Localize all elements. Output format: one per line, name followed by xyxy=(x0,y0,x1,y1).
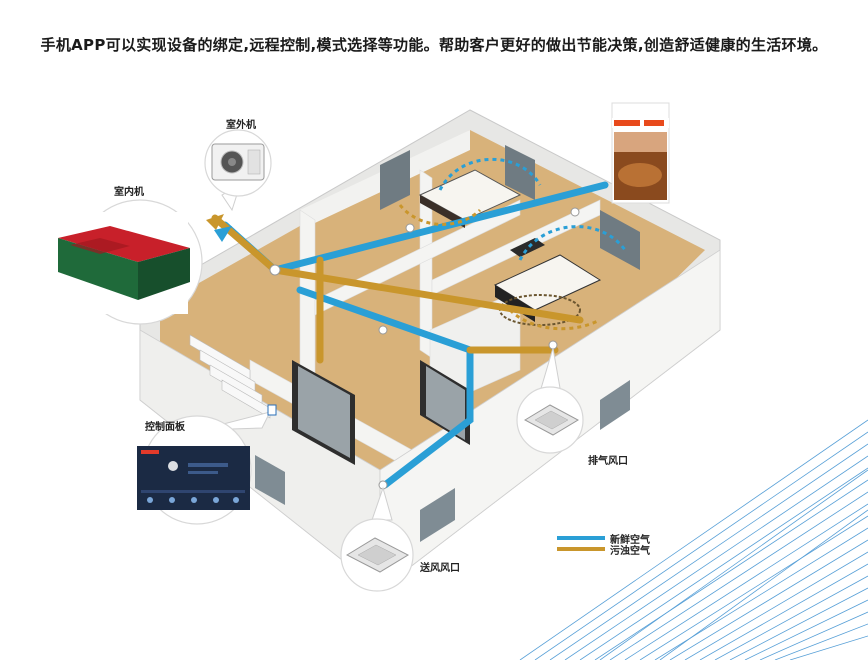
airflow-arrows xyxy=(206,214,232,242)
exhaust-vent-callout xyxy=(516,347,584,454)
bedroom-flow-loops xyxy=(398,157,627,331)
legend-swatch-fresh xyxy=(557,536,605,540)
house-floorplan xyxy=(139,109,721,591)
headline: 手机APP可以实现设备的绑定,远程控制,模式选择等功能。帮助客户更好的做出节能决… xyxy=(40,36,828,54)
indoor-unit-callout xyxy=(55,199,203,325)
supply-vent-callout xyxy=(340,486,414,592)
control-panel-label: 控制面板 xyxy=(145,422,185,433)
stale-air-pipes xyxy=(211,214,584,364)
decorative-lines xyxy=(519,419,868,660)
control-panel-callout xyxy=(137,404,277,525)
legend-fresh-air: 新鲜空气 xyxy=(610,535,650,546)
supply-vent-label: 送风风口 xyxy=(420,563,460,574)
phone-app-screenshot xyxy=(611,102,670,204)
outdoor-unit-callout xyxy=(204,129,272,212)
stairs xyxy=(189,334,271,419)
indoor-unit-label: 室内机 xyxy=(114,187,144,198)
legend-stale-air: 污浊空气 xyxy=(610,546,650,557)
legend-swatch-stale xyxy=(557,547,605,551)
exhaust-vent-label: 排气风口 xyxy=(588,456,628,467)
outdoor-unit-label: 室外机 xyxy=(226,120,256,131)
